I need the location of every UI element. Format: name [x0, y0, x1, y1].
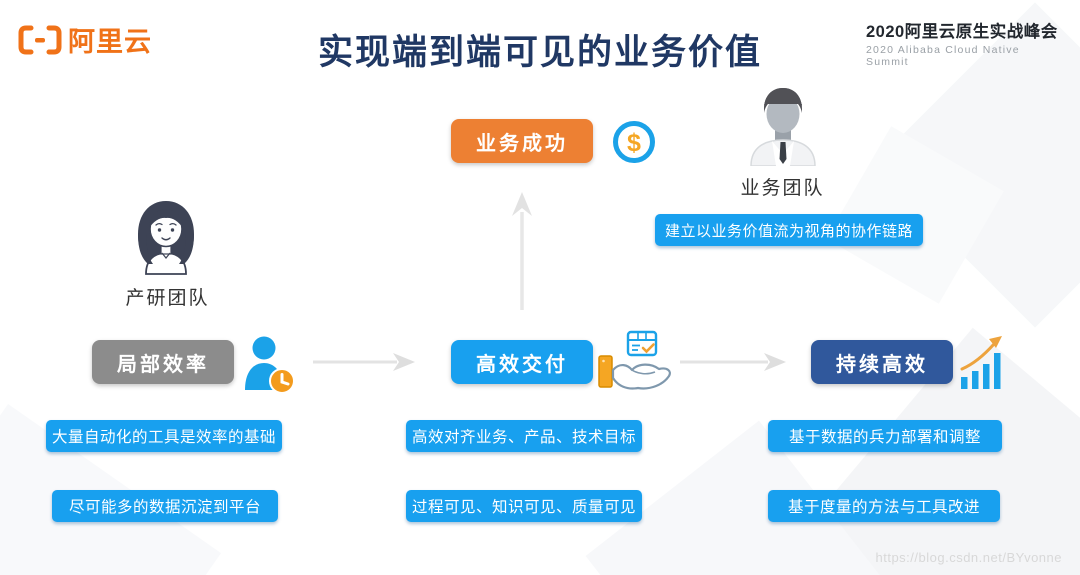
page-title: 实现端到端可见的业务价值 [317, 33, 762, 72]
up-arrow [512, 192, 532, 310]
banner-automation-tools: 大量自动化的工具是效率的基础 [46, 420, 282, 452]
summit-title-cn: 2020阿里云原生实战峰会 [866, 23, 1058, 41]
local-efficiency-node: 局部效率 [92, 340, 234, 384]
collaboration-banner: 建立以业务价值流为视角的协作链路 [655, 214, 923, 246]
summit-header: 2020阿里云原生实战峰会 2020 Alibaba Cloud Native … [866, 18, 1066, 68]
alibaba-cloud-bracket-icon [18, 25, 62, 54]
svg-text:$: $ [627, 129, 641, 157]
flow-arrow-right-1 [313, 353, 415, 371]
person-with-clock-icon [245, 336, 295, 394]
watermark-url: https://blog.csdn.net/BYvonne [875, 550, 1062, 565]
hand-holding-package-icon [598, 330, 671, 390]
logo-text: 阿里云 [68, 27, 152, 57]
efficient-delivery-node: 高效交付 [451, 340, 593, 384]
business-team-label: 业务团队 [740, 178, 825, 199]
banner-data-platform: 尽可能多的数据沉淀到平台 [52, 490, 278, 522]
flow-arrow-right-2 [680, 353, 786, 371]
alibaba-cloud-logo: 阿里云 [18, 20, 152, 59]
dollar-coin-icon: $ [613, 121, 655, 163]
growth-bar-chart-icon [960, 336, 1002, 389]
product-team-woman-avatar [138, 201, 194, 275]
banner-measurement-improvement: 基于度量的方法与工具改进 [768, 490, 1000, 522]
summit-title-en: 2020 Alibaba Cloud Native Summit [866, 44, 1020, 68]
sustained-efficiency-node: 持续高效 [811, 340, 953, 384]
product-team-label: 产研团队 [125, 288, 210, 309]
business-success-node: 业务成功 [451, 119, 593, 163]
banner-align-goals: 高效对齐业务、产品、技术目标 [406, 420, 642, 452]
banner-visibility: 过程可见、知识可见、质量可见 [406, 490, 642, 522]
business-team-man-avatar [750, 88, 816, 166]
banner-data-deployment: 基于数据的兵力部署和调整 [768, 420, 1002, 452]
